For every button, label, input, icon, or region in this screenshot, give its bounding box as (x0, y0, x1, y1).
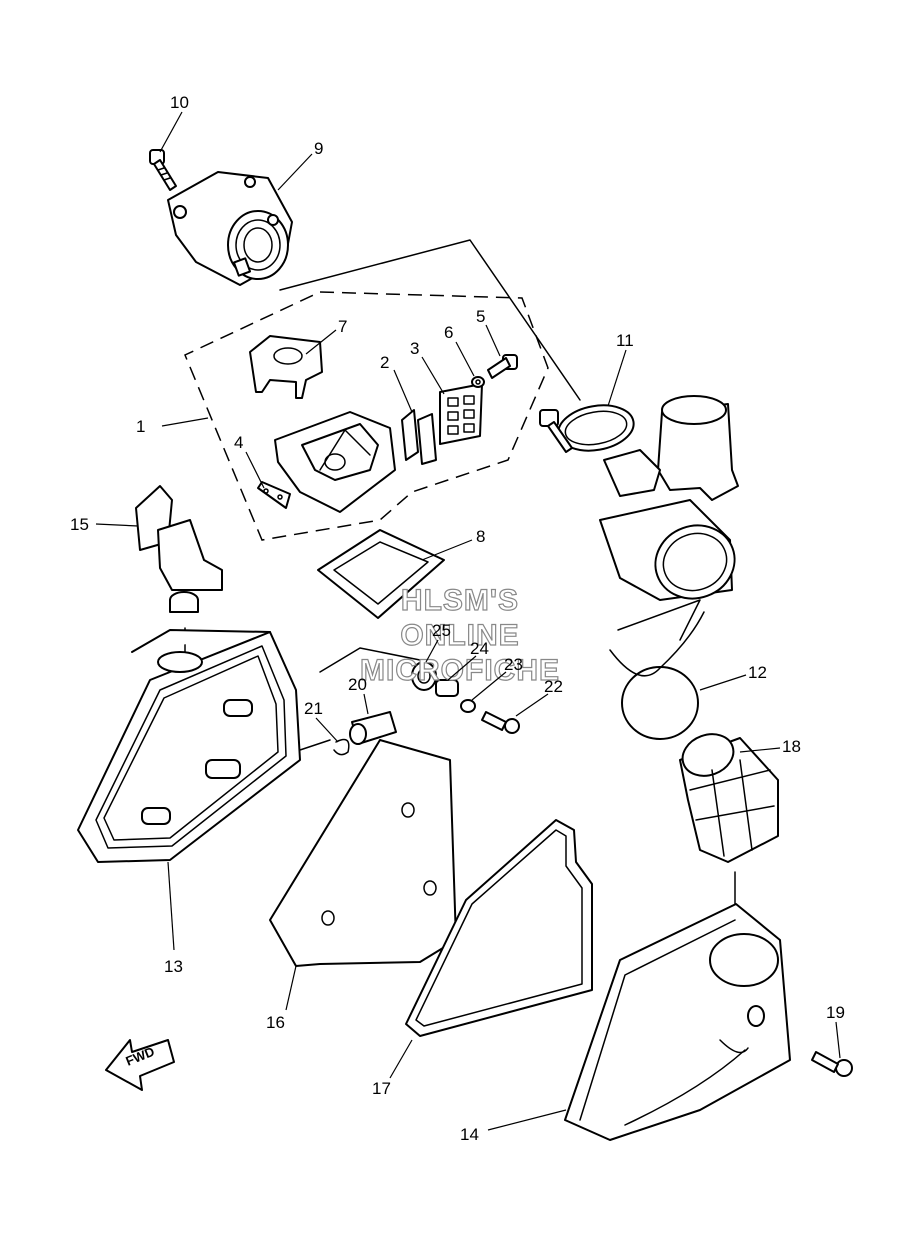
callout-16: 16 (266, 1013, 285, 1032)
callout-23: 23 (504, 655, 523, 674)
callout-2: 2 (380, 353, 389, 372)
clip-part-21 (333, 738, 350, 756)
callout-17: 17 (372, 1079, 391, 1098)
reed-valve-body (274, 411, 396, 513)
air-cleaner-case-part-13 (77, 629, 301, 863)
callout-15: 15 (70, 515, 89, 534)
watermark-line-1: HLSM'S (401, 584, 519, 617)
clamp-part-11 (539, 404, 635, 453)
callout-11: 11 (616, 331, 634, 350)
washer-part-23 (460, 699, 476, 713)
callout-24: 24 (470, 639, 489, 658)
assembly-boundary (184, 291, 549, 541)
callout-20: 20 (348, 675, 367, 694)
callout-9: 9 (314, 139, 323, 158)
stopper-part-7 (249, 335, 323, 399)
callout-5: 5 (476, 307, 485, 326)
callout-18: 18 (782, 737, 801, 756)
collar-part-24 (435, 679, 459, 697)
screw-part-22 (481, 711, 520, 734)
callout-3: 3 (410, 339, 419, 358)
screw-part-19 (811, 1051, 853, 1077)
joint-part-15 (135, 485, 223, 613)
grommet-part-25 (411, 661, 437, 691)
callout-21: 21 (304, 699, 323, 718)
callout-22: 22 (544, 677, 563, 696)
callout-7: 7 (338, 317, 347, 336)
carburetor (599, 395, 739, 601)
plate-part-4 (257, 481, 291, 509)
callout-8: 8 (476, 527, 485, 546)
washer-part-6 (471, 376, 485, 388)
manifold-joint-part-9 (167, 171, 293, 286)
reed-plate-part-3 (439, 383, 483, 445)
filter-element-part-18 (679, 733, 779, 863)
element-plate-part-16 (269, 739, 457, 967)
air-cleaner-case-part-14 (564, 903, 791, 1141)
seal-part-17 (405, 819, 593, 1037)
callout-4: 4 (234, 433, 243, 452)
callout-1: 1 (136, 417, 145, 436)
callout-12: 12 (748, 663, 767, 682)
callout-numbers: 1 2 3 4 5 6 7 8 9 10 11 12 13 14 15 16 1… (70, 93, 845, 1144)
callout-19: 19 (826, 1003, 845, 1022)
fwd-direction-arrow: FWD (105, 1039, 175, 1091)
callout-6: 6 (444, 323, 453, 342)
gasket-part-8 (317, 529, 445, 619)
reed-part-2 (401, 409, 437, 465)
callout-leaders (95, 111, 841, 1131)
callout-13: 13 (164, 957, 183, 976)
screw-part-5 (487, 354, 518, 379)
band-part-12 (609, 611, 705, 740)
pipe-part-20 (349, 711, 397, 745)
bolt-part-10 (149, 149, 177, 191)
callout-10: 10 (170, 93, 189, 112)
callout-25: 25 (432, 621, 451, 640)
watermark-line-2: ONLINE (400, 619, 519, 652)
callout-14: 14 (460, 1125, 479, 1144)
